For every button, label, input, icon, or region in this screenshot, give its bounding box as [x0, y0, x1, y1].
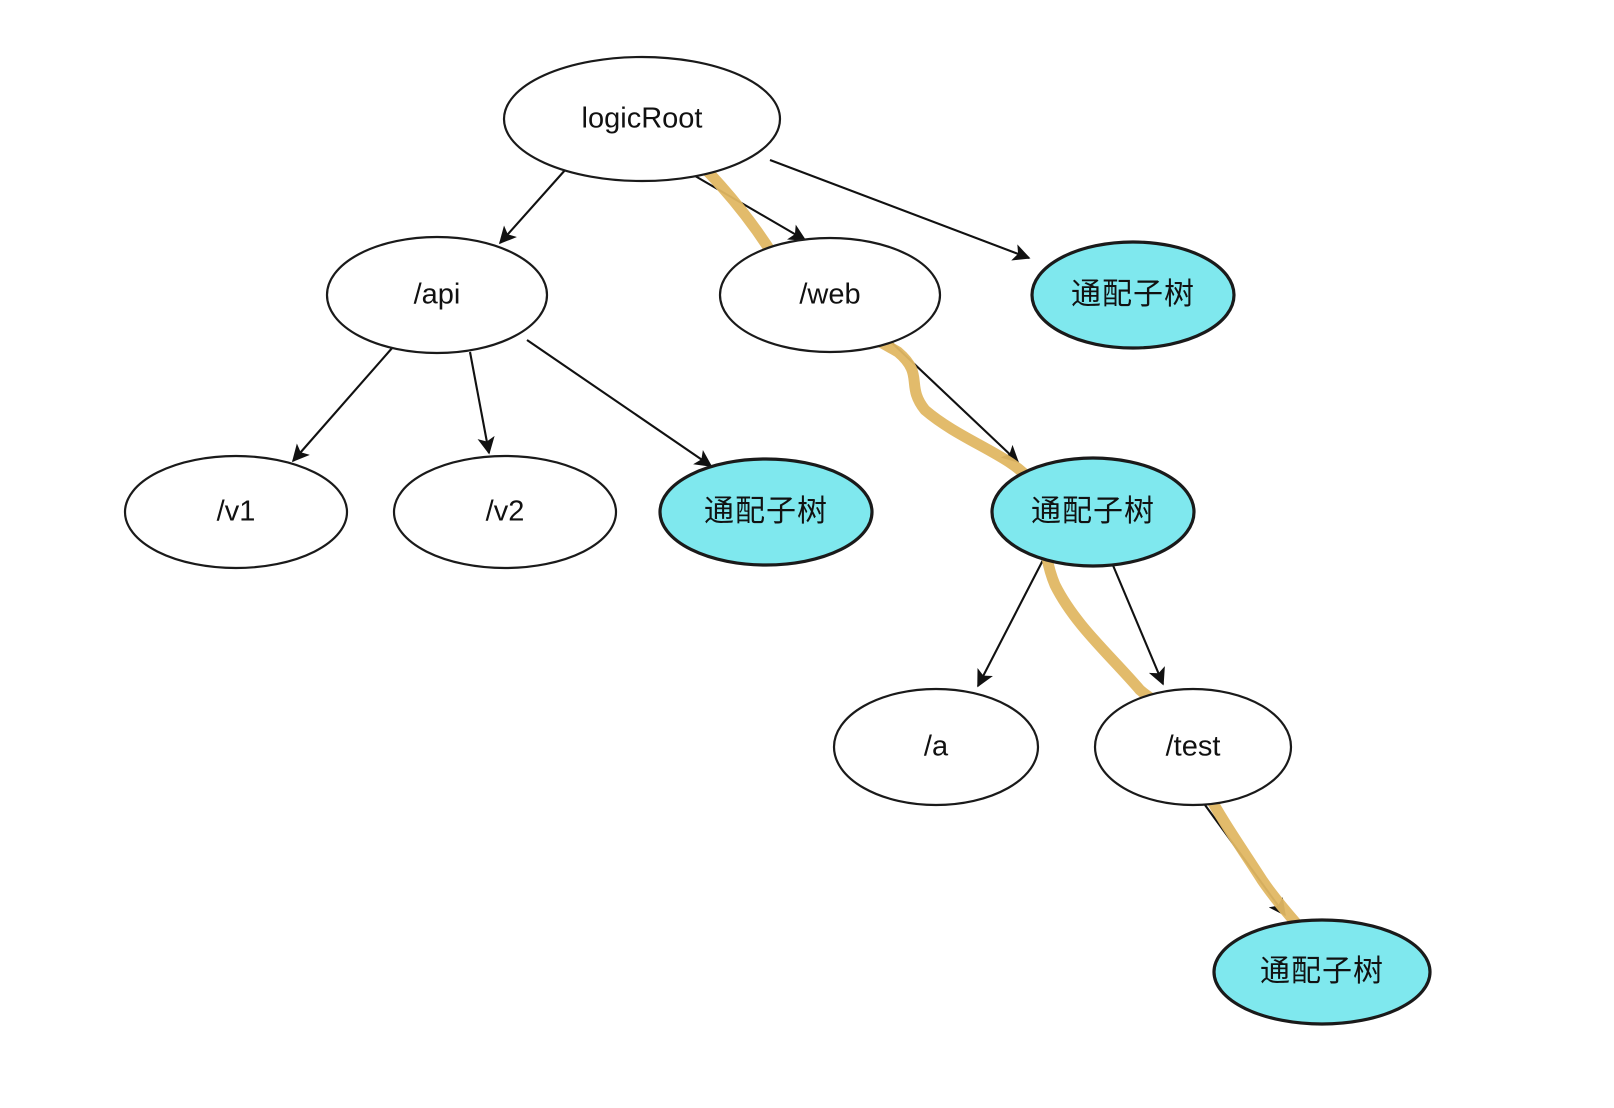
node-api[interactable]: /api — [325, 235, 549, 355]
node-label-v2: /v2 — [486, 496, 525, 528]
node-shape-logicRoot[interactable] — [502, 55, 782, 183]
edge-wild-web-to-a — [977, 559, 1044, 688]
node-label-wild-web: 通配子树 — [1031, 495, 1155, 528]
node-logicRoot[interactable]: logicRoot — [502, 55, 782, 183]
node-wild-api[interactable]: 通配子树 — [658, 457, 874, 567]
node-label-wild-root: 通配子树 — [1071, 278, 1195, 311]
node-label-api: /api — [414, 279, 461, 311]
edge-api-to-v1 — [291, 346, 394, 463]
node-shape-v2[interactable] — [392, 454, 618, 570]
edge-api-to-wild-api — [526, 339, 713, 467]
edge-logicRoot-to-api — [498, 168, 567, 245]
node-a[interactable]: /a — [832, 687, 1040, 807]
node-wild-test[interactable]: 通配子树 — [1212, 918, 1432, 1026]
node-shape-wild-web[interactable] — [990, 456, 1196, 568]
node-shape-wild-root[interactable] — [1030, 240, 1236, 350]
node-shape-web[interactable] — [718, 236, 942, 354]
node-web[interactable]: /web — [718, 236, 942, 354]
node-label-test: /test — [1166, 731, 1221, 763]
node-shape-wild-test[interactable] — [1212, 918, 1432, 1026]
node-wild-root[interactable]: 通配子树 — [1030, 240, 1236, 350]
node-shape-test[interactable] — [1093, 687, 1293, 807]
node-shape-v1[interactable] — [123, 454, 349, 570]
node-shape-a[interactable] — [832, 687, 1040, 807]
node-label-wild-api: 通配子树 — [704, 495, 828, 528]
node-v2[interactable]: /v2 — [392, 454, 618, 570]
node-label-a: /a — [924, 731, 949, 763]
node-test[interactable]: /test — [1093, 687, 1293, 807]
edge-logicRoot-to-web — [689, 172, 807, 241]
node-wild-web[interactable]: 通配子树 — [990, 456, 1196, 568]
edge-wild-web-to-test — [1111, 562, 1165, 686]
node-label-v1: /v1 — [217, 496, 256, 528]
edge-api-to-v2 — [468, 351, 495, 455]
node-shape-wild-api[interactable] — [658, 457, 874, 567]
node-label-logicRoot: logicRoot — [582, 103, 703, 135]
node-label-wild-test: 通配子树 — [1260, 955, 1384, 988]
edge-logicRoot-to-wild-root — [769, 159, 1031, 261]
node-v1[interactable]: /v1 — [123, 454, 349, 570]
node-label-web: /web — [799, 279, 860, 311]
node-shape-api[interactable] — [325, 235, 549, 355]
